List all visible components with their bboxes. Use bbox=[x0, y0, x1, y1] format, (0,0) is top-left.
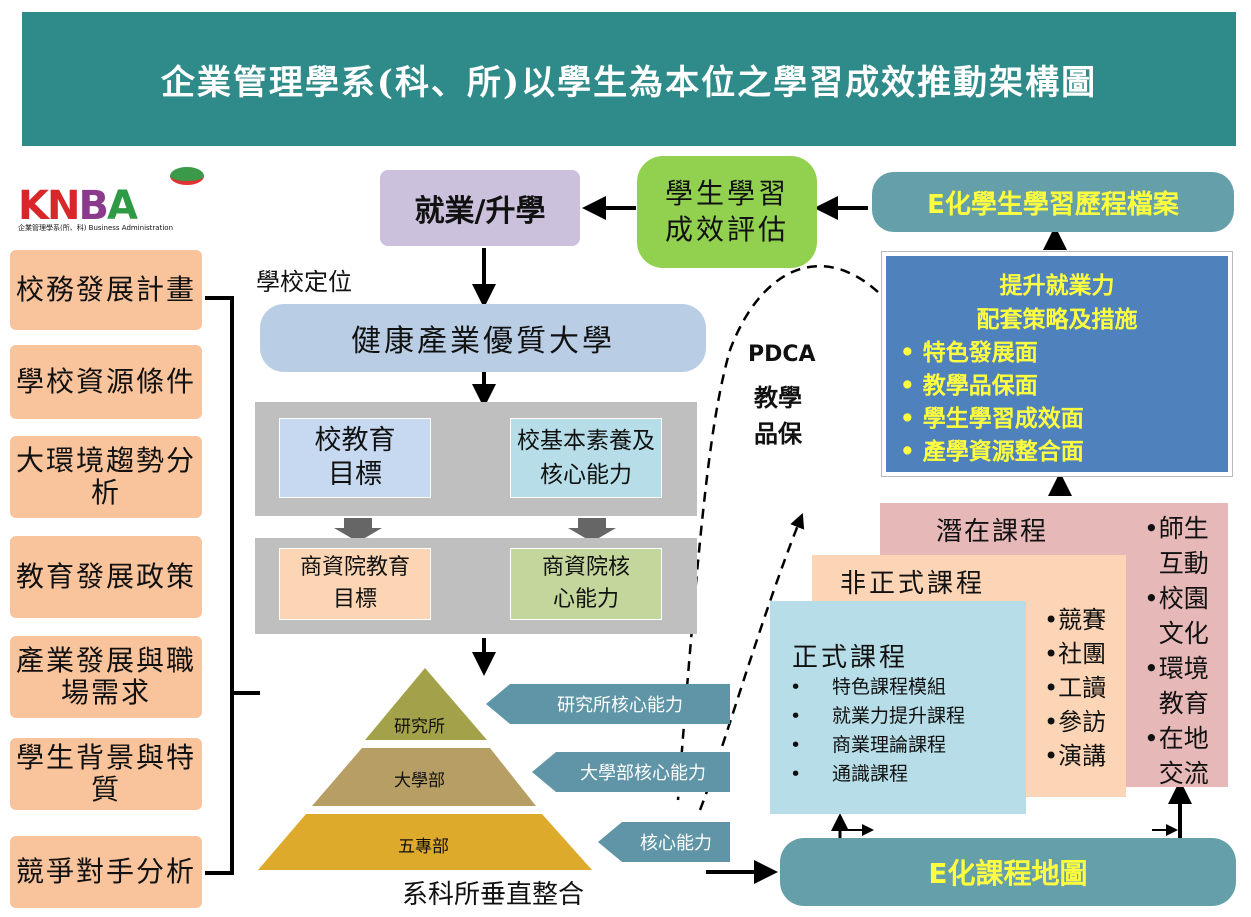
pyramid-bottom bbox=[258, 814, 592, 870]
strategy-item: • 學生學習成效面 bbox=[900, 405, 1084, 432]
school-competency-box: 校基本素養及核心能力 bbox=[510, 418, 662, 498]
pyramid-bottom-label: 五專部 bbox=[398, 837, 449, 857]
pyramid-top bbox=[365, 668, 487, 740]
factor-box: 學校資源條件 bbox=[10, 345, 202, 419]
strategy-title: 配套策略及措施 bbox=[976, 306, 1138, 333]
competency-tag: 核心能力 bbox=[622, 822, 730, 862]
hidden-curriculum-list: •師生互動 •校園文化 •環境教育 •在地交流 bbox=[1144, 514, 1209, 788]
factor-box: 競爭對手分析 bbox=[10, 836, 202, 908]
strategy-item: • 特色發展面 bbox=[900, 339, 1038, 366]
factor-box: 大環境趨勢分析 bbox=[10, 436, 202, 518]
competency-tag: 大學部核心能力 bbox=[556, 752, 730, 792]
strategy-box: 提升就業力 配套策略及措施 • 特色發展面 • 教學品保面 • 學生學習成效面 … bbox=[882, 252, 1232, 476]
informal-curriculum-list: •競賽 •社團 •工讀 •參訪 •演講 bbox=[1044, 606, 1107, 770]
portfolio-box: E化學生學習歷程檔案 bbox=[872, 172, 1234, 232]
strategy-title: 提升就業力 bbox=[999, 272, 1115, 299]
formal-curriculum-title: 正式課程 bbox=[792, 643, 909, 673]
curriculum-map-box: E化課程地圖 bbox=[780, 838, 1236, 906]
factor-box: 校務發展計畫 bbox=[10, 250, 202, 330]
hidden-curriculum-title: 潛在課程 bbox=[936, 517, 1049, 547]
competency-tag: 研究所核心能力 bbox=[510, 684, 730, 724]
employment-box: 就業/升學 bbox=[380, 170, 580, 246]
informal-curriculum-title: 非正式課程 bbox=[840, 569, 986, 599]
pdca-line: 品保 bbox=[754, 419, 802, 448]
strategy-item: • 產學資源整合面 bbox=[900, 438, 1084, 465]
page-title: 企業管理學系(科、所)以學生為本位之學習成效推動架構圖 bbox=[22, 12, 1236, 146]
formal-curriculum-list: •特色課程模組 •就業力提升課程 •商業理論課程 •通識課程 bbox=[790, 676, 966, 785]
pyramid-top-label: 研究所 bbox=[394, 717, 445, 737]
college-goal-box: 商資院教育目標 bbox=[279, 548, 431, 620]
logo: KNBA 企業管理學系(所、科) Business Administration bbox=[18, 165, 208, 235]
pdca-title: PDCA bbox=[748, 342, 816, 367]
pyramid-middle bbox=[312, 748, 536, 806]
evaluation-box: 學生學習成效評估 bbox=[637, 156, 817, 268]
factor-box: 教育發展政策 bbox=[10, 536, 202, 618]
logo-subtitle: 企業管理學系(所、科) Business Administration bbox=[18, 224, 174, 232]
college-competency-box: 商資院核心能力 bbox=[510, 548, 662, 620]
factor-box: 產業發展與職場需求 bbox=[10, 636, 202, 718]
pyramid-middle-label: 大學部 bbox=[394, 771, 445, 791]
factor-box: 學生背景與特質 bbox=[10, 738, 202, 810]
pdca-line: 教學 bbox=[754, 383, 802, 412]
positioning-box: 健康產業優質大學 bbox=[260, 304, 706, 372]
positioning-label: 學校定位 bbox=[256, 268, 352, 296]
school-goal-box: 校教育目標 bbox=[279, 418, 431, 498]
pyramid-caption: 系科所垂直整合 bbox=[402, 880, 585, 910]
logo-emblem bbox=[170, 167, 204, 185]
strategy-item: • 教學品保面 bbox=[900, 372, 1038, 399]
formal-curriculum-box: 正式課程 •特色課程模組 •就業力提升課程 •商業理論課程 •通識課程 bbox=[770, 601, 1026, 814]
